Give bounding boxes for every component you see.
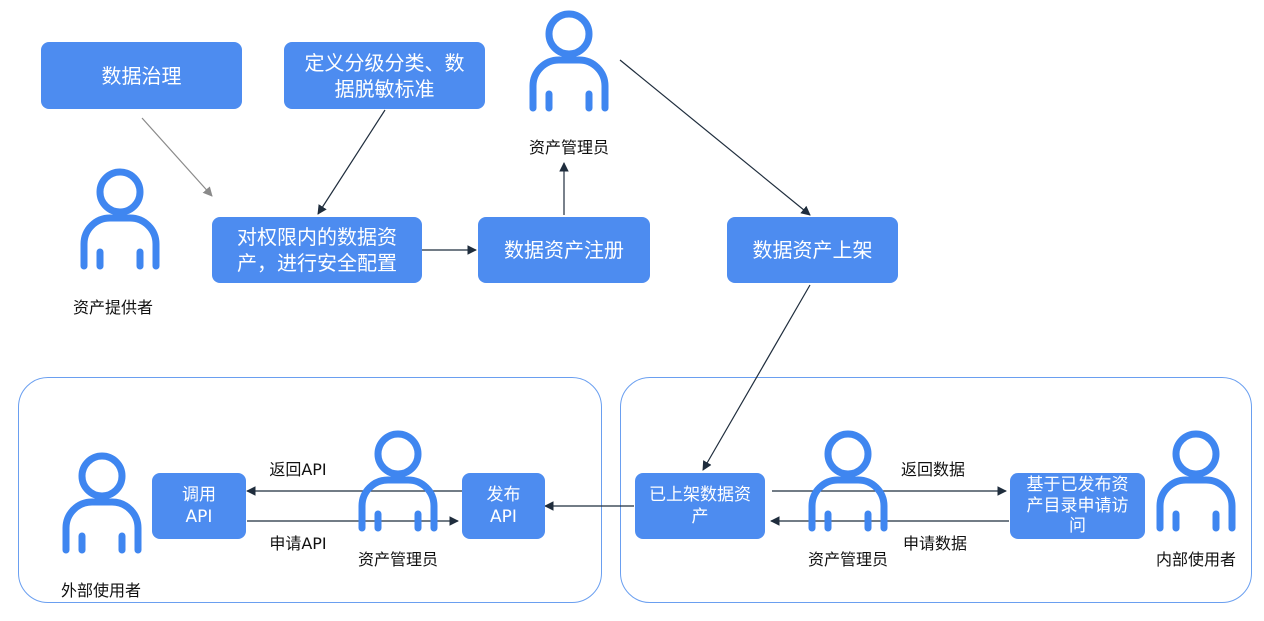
publish-api-box: 发布API: [462, 473, 545, 539]
internal-user-person-icon: [1156, 430, 1236, 532]
external-user-label: 外部使用者: [60, 581, 141, 600]
listed-assets-box: 已上架数据资产: [635, 473, 765, 539]
return-api-label: 返回API: [269, 460, 327, 479]
asset-manager-right-label: 资产管理员: [807, 550, 888, 569]
arrow-governance-to-config: [141, 117, 213, 197]
arrow-listing-to-listed: [702, 284, 811, 471]
asset-manager-left-person-icon: [358, 430, 438, 532]
data-governance-box: 数据治理: [41, 42, 242, 109]
define-standards-box: 定义分级分类、数据脱敏标准: [284, 42, 485, 109]
request-data-label: 申请数据: [902, 534, 967, 553]
call-api-box: 调用API: [152, 473, 246, 539]
external-user-person-icon: [62, 452, 142, 554]
arrow-standards-to-config: [317, 109, 386, 215]
asset-provider-label: 资产提供者: [72, 298, 153, 317]
asset-manager-top-person-icon: [529, 10, 609, 112]
request-api-label: 申请API: [269, 534, 327, 553]
security-config-box: 对权限内的数据资产，进行安全配置: [212, 217, 422, 283]
arrow-manager-to-listing: [619, 59, 811, 216]
asset-manager-left-label: 资产管理员: [357, 550, 438, 569]
asset-listing-box: 数据资产上架: [727, 217, 898, 283]
asset-manager-top-label: 资产管理员: [528, 138, 609, 157]
internal-user-label: 内部使用者: [1155, 550, 1236, 569]
internal-region-frame: [620, 377, 1252, 603]
asset-manager-right-person-icon: [808, 430, 888, 532]
asset-provider-person-icon: [80, 168, 160, 270]
apply-access-box: 基于已发布资产目录申请访问: [1010, 473, 1145, 539]
return-data-label: 返回数据: [900, 460, 965, 479]
external-region-frame: [18, 377, 602, 603]
asset-register-box: 数据资产注册: [478, 217, 650, 283]
